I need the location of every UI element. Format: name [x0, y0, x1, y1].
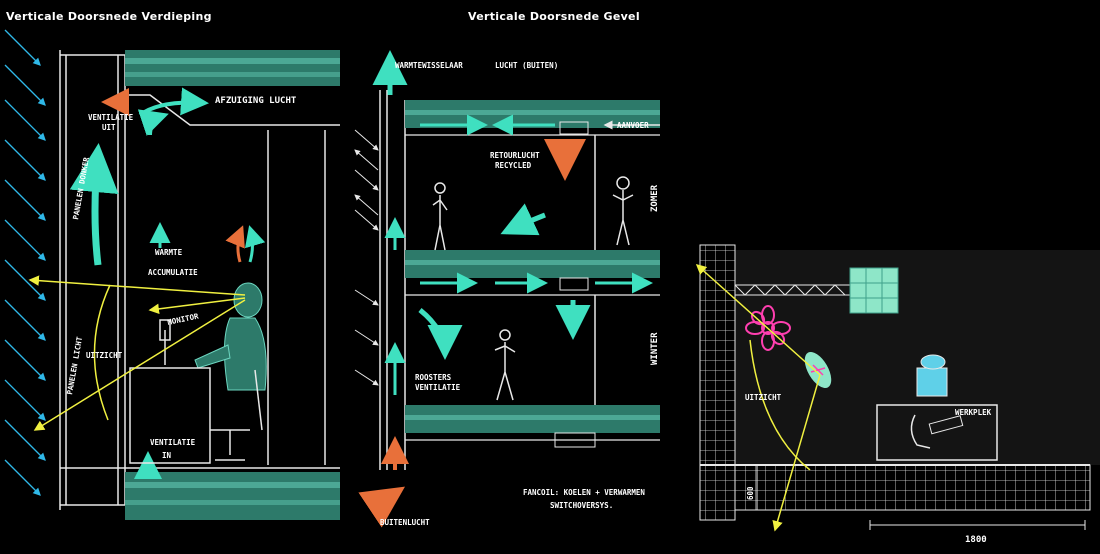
label-switchoversys: SWITCHOVERSYS.	[550, 501, 613, 510]
facade-grid-vertical	[699, 244, 736, 521]
label-ventilatie-in: VENTILATIE	[150, 438, 196, 447]
title-gevel: Verticale Doorsnede Gevel	[468, 10, 640, 23]
label-warmte: WARMTE	[155, 248, 183, 257]
panel-gevel: Verticale Doorsnede Gevel	[345, 0, 685, 550]
sightline-down	[33, 299, 246, 431]
dim-width-1800: 1800	[965, 535, 987, 545]
ceiling-panel	[849, 267, 899, 314]
dim-height-600: 600	[746, 486, 755, 500]
label-ventilatie-uit: VENTILATIE	[88, 113, 134, 122]
label-winter: WINTER	[650, 332, 660, 365]
chair-icon	[916, 354, 948, 397]
floor-slab-bottom	[125, 472, 340, 520]
label-uitzicht: UITZICHT	[86, 351, 123, 360]
panel-plattegrond: 600 1800 UITZICHT WERKPLEK	[685, 0, 1100, 550]
panel-verdieping: Verticale Doorsnede Verdieping	[0, 0, 345, 550]
label-recycled: RECYCLED	[495, 161, 532, 170]
label-lucht-buiten: LUCHT (BUITEN)	[495, 61, 558, 70]
facade-grid-floor	[734, 464, 1091, 511]
label-uitzicht-plan: UITZICHT	[745, 393, 782, 402]
sightline-up	[28, 275, 246, 296]
label-panelen-licht: PANELEN LICHT	[65, 335, 84, 395]
label-buitenlucht: BUITENLUCHT	[380, 518, 430, 527]
outside-air-arrow	[358, 486, 405, 528]
label-roosters: ROOSTERS	[415, 373, 452, 382]
plan-werkplek-drawing: 600 1800 UITZICHT WERKPLEK	[695, 244, 1100, 545]
person-zomer	[612, 176, 634, 246]
view-line-1	[695, 264, 821, 376]
floor-slab-top	[125, 50, 340, 86]
lamp-icon	[804, 351, 832, 389]
label-werkplek: WERKPLEK	[955, 408, 992, 417]
label-warmtewisselaar: WARMTEWISSELAAR	[395, 61, 463, 70]
label-panelen-donker: PANELEN DONKER	[71, 156, 91, 220]
view-line-2	[772, 374, 821, 532]
label-monitor: MONITOR	[167, 311, 200, 326]
exhaust-air-arrow	[138, 87, 209, 117]
section-verdieping-drawing: AFZUIGING LUCHT VENTILATIE UIT PANELEN D…	[4, 29, 340, 520]
label-fancoil: FANCOIL: KOELEN + VERWARMEN	[523, 488, 645, 497]
label-zomer: ZOMER	[650, 184, 660, 212]
section-gevel-drawing: WARMTEWISSELAAR LUCHT (BUITEN) AANVOER R…	[354, 50, 660, 528]
title-verdieping: Verticale Doorsnede Verdieping	[6, 10, 212, 23]
label-aanvoer: AANVOER	[617, 121, 649, 130]
desk	[876, 404, 998, 461]
person-upper	[432, 182, 448, 251]
ceiling-truss	[734, 284, 850, 296]
label-afzuiging: AFZUIGING LUCHT	[215, 96, 297, 106]
label-retourlucht: RETOURLUCHT	[490, 151, 540, 160]
label-roosters-ventilatie: VENTILATIE	[415, 383, 461, 392]
desk-and-chair	[129, 319, 263, 464]
label-accumulatie: ACCUMULATIE	[148, 268, 198, 277]
rising-air-arrow	[69, 143, 119, 266]
label-in: IN	[162, 451, 172, 460]
label-uit: UIT	[102, 123, 116, 132]
sun-ray-arrows	[4, 29, 46, 496]
person-winter	[494, 329, 516, 401]
